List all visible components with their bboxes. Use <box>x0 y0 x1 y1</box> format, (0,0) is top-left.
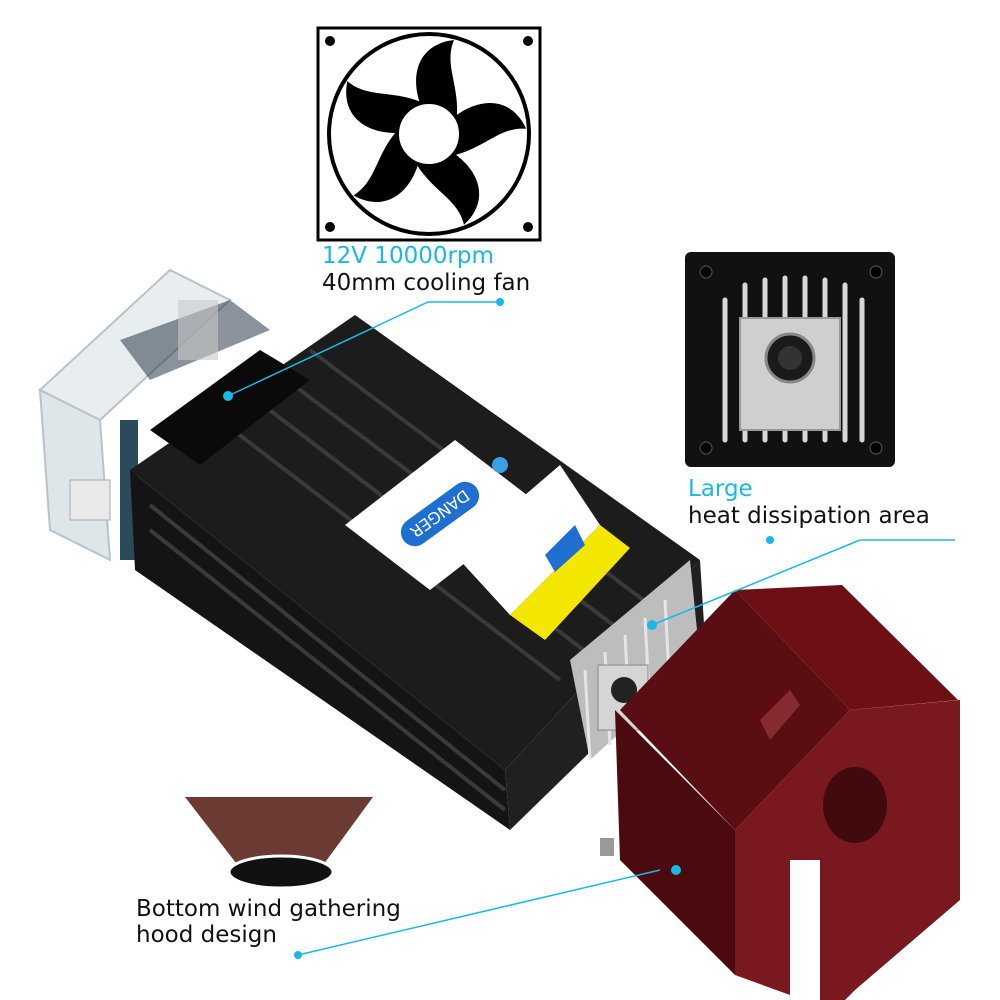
callout-lines <box>227 301 955 956</box>
hood-description-label-2: hood design <box>136 922 277 948</box>
danger-label: DANGER <box>345 440 540 590</box>
heatsink-icon <box>685 252 895 467</box>
heat-large-label: Large <box>688 476 753 502</box>
fan-spec-label: 12V 10000rpm <box>322 243 494 269</box>
red-hood <box>600 585 960 1000</box>
laser-module: DANGER <box>38 268 705 830</box>
wind-hood-icon <box>185 797 373 890</box>
fan-description-label: 40mm cooling fan <box>322 270 531 296</box>
caution-label <box>455 465 630 640</box>
cooling-fan-icon <box>316 26 542 242</box>
heat-description-label: heat dissipation area <box>688 503 930 529</box>
hood-description-label-1: Bottom wind gathering <box>136 896 401 922</box>
callout-dots <box>223 298 774 959</box>
